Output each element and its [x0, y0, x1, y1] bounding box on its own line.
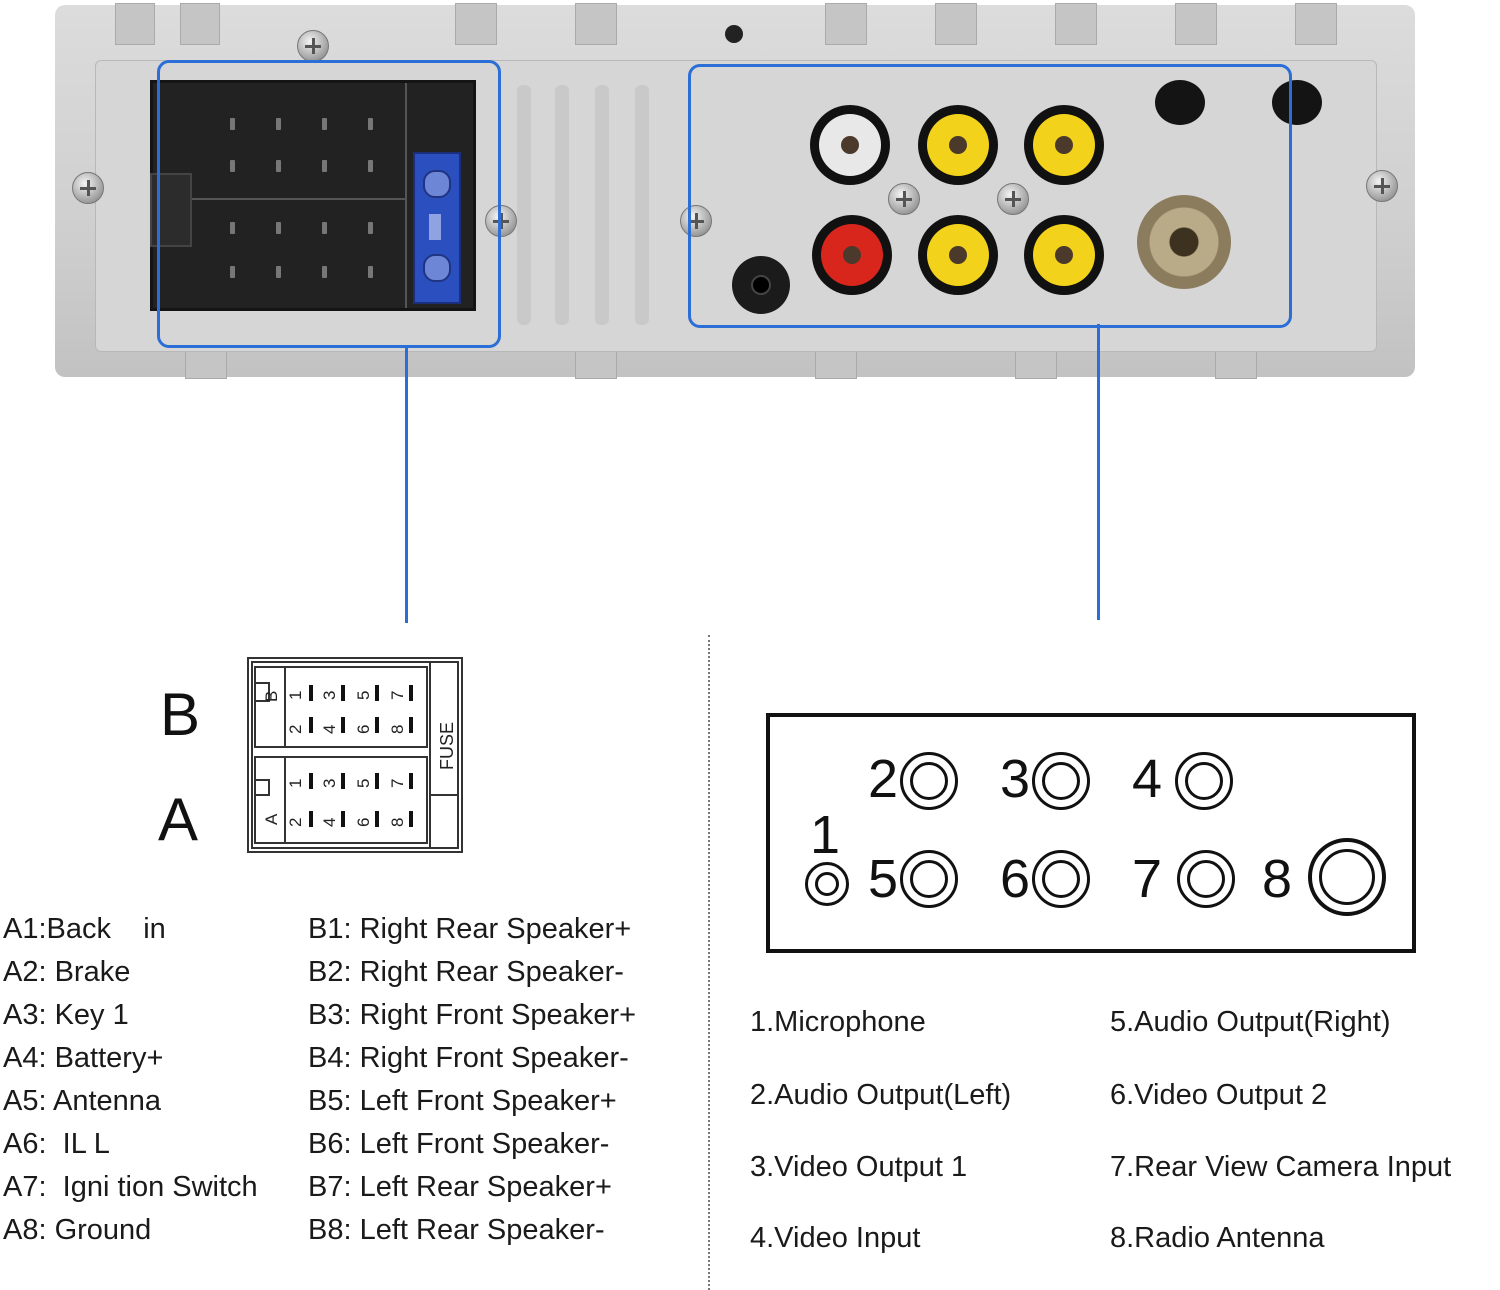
b-pin-label: B8: Left Rear Speaker-: [308, 1214, 605, 1246]
row-b-letter: B: [160, 681, 201, 748]
port-legend-item: 3.Video Output 1: [750, 1151, 968, 1183]
port-number: 2: [868, 749, 899, 809]
video-output-2-port-icon: [1032, 850, 1090, 908]
row-a-letter: A: [158, 786, 199, 853]
video-input-port-icon: [1175, 752, 1233, 810]
svg-text:8: 8: [388, 725, 407, 734]
svg-text:3: 3: [320, 779, 339, 788]
port-legend-item: 2.Audio Output(Left): [750, 1079, 1012, 1111]
audio-right-port-icon: [900, 850, 958, 908]
port-number: 3: [1000, 749, 1031, 809]
screw-icon: [485, 205, 517, 237]
b-pin-label: B6: Left Front Speaker-: [308, 1128, 610, 1160]
svg-text:2: 2: [286, 725, 305, 734]
a-pin-label: A1:Back in: [3, 913, 166, 945]
rca-white-jack: [810, 105, 890, 185]
block-a-label: A: [262, 813, 281, 825]
screw-icon: [72, 172, 104, 204]
audio-left-port-icon: [900, 752, 958, 810]
port-number: 4: [1132, 749, 1163, 809]
antenna-jack: [1137, 195, 1231, 289]
port-number: 8: [1262, 849, 1293, 909]
b-pin-label: B5: Left Front Speaker+: [308, 1085, 617, 1117]
microphone-jack: [732, 256, 790, 314]
a-pin-label: A6: IL L: [3, 1128, 110, 1160]
rca-yellow-jack: [1024, 105, 1104, 185]
rear-ports-diagram: [766, 713, 1416, 953]
microphone-port-icon: [805, 862, 849, 906]
screw-icon: [1366, 170, 1398, 202]
a-pin-label: A7: Igni tion Switch: [3, 1171, 258, 1203]
port-legend-item: 6.Video Output 2: [1110, 1079, 1328, 1111]
svg-text:1: 1: [286, 691, 305, 700]
radio-antenna-port-icon: [1308, 838, 1386, 916]
b-pin-label: B2: Right Rear Speaker-: [308, 956, 624, 988]
port-legend-item: 5.Audio Output(Right): [1110, 1006, 1391, 1038]
ports-highlight-box: [688, 64, 1292, 328]
svg-text:7: 7: [388, 779, 407, 788]
screw-icon: [297, 30, 329, 62]
screw-icon: [680, 205, 712, 237]
svg-text:4: 4: [320, 725, 339, 734]
port-number: 5: [868, 849, 899, 909]
a-pin-label: A8: Ground: [3, 1214, 152, 1246]
svg-text:5: 5: [354, 779, 373, 788]
fuse-icon: [413, 152, 461, 304]
port-legend-item: 4.Video Input: [750, 1222, 921, 1254]
a-pin-label: A4: Battery+: [3, 1042, 164, 1074]
svg-text:8: 8: [388, 818, 407, 827]
block-b-label: B: [262, 691, 281, 702]
video-output-1-port-icon: [1032, 752, 1090, 810]
section-divider: [708, 635, 710, 1290]
svg-text:2: 2: [286, 818, 305, 827]
a-pin-label: A2: Brake: [3, 956, 131, 988]
iso-connector-diagram: B A 1 3 5 7 2 4 6 8 1 3 5 7 2 4 6 8 FUSE: [247, 657, 463, 853]
svg-text:1: 1: [286, 779, 305, 788]
svg-text:4: 4: [320, 818, 339, 827]
fuse-label: FUSE: [437, 722, 457, 770]
b-pin-label: B1: Right Rear Speaker+: [308, 913, 632, 945]
rca-red-jack: [812, 215, 892, 295]
svg-text:6: 6: [354, 818, 373, 827]
b-pin-label: B4: Right Front Speaker-: [308, 1042, 629, 1074]
rear-camera-port-icon: [1177, 850, 1235, 908]
iso-highlight-box: [157, 60, 501, 348]
b-pin-label: B7: Left Rear Speaker+: [308, 1171, 612, 1203]
port-legend-item: 7.Rear View Camera Input: [1110, 1151, 1452, 1183]
ports-leader-line: [1097, 324, 1100, 620]
port-number: 6: [1000, 849, 1031, 909]
svg-text:5: 5: [354, 691, 373, 700]
iso-leader-line: [405, 345, 408, 623]
screw-icon: [888, 183, 920, 215]
screw-icon: [997, 183, 1029, 215]
port-number: 1: [810, 805, 841, 865]
svg-text:3: 3: [320, 691, 339, 700]
rca-yellow-jack: [1024, 215, 1104, 295]
svg-text:6: 6: [354, 725, 373, 734]
b-pin-label: B3: Right Front Speaker+: [308, 999, 637, 1031]
port-legend-item: 8.Radio Antenna: [1110, 1222, 1325, 1254]
rca-yellow-jack: [918, 215, 998, 295]
svg-text:7: 7: [388, 691, 407, 700]
a-pin-label: A3: Key 1: [3, 999, 129, 1031]
a-pin-label: A5: Antenna: [3, 1085, 162, 1117]
rca-yellow-jack: [918, 105, 998, 185]
port-number: 7: [1132, 849, 1163, 909]
port-legend-item: 1.Microphone: [750, 1006, 926, 1038]
